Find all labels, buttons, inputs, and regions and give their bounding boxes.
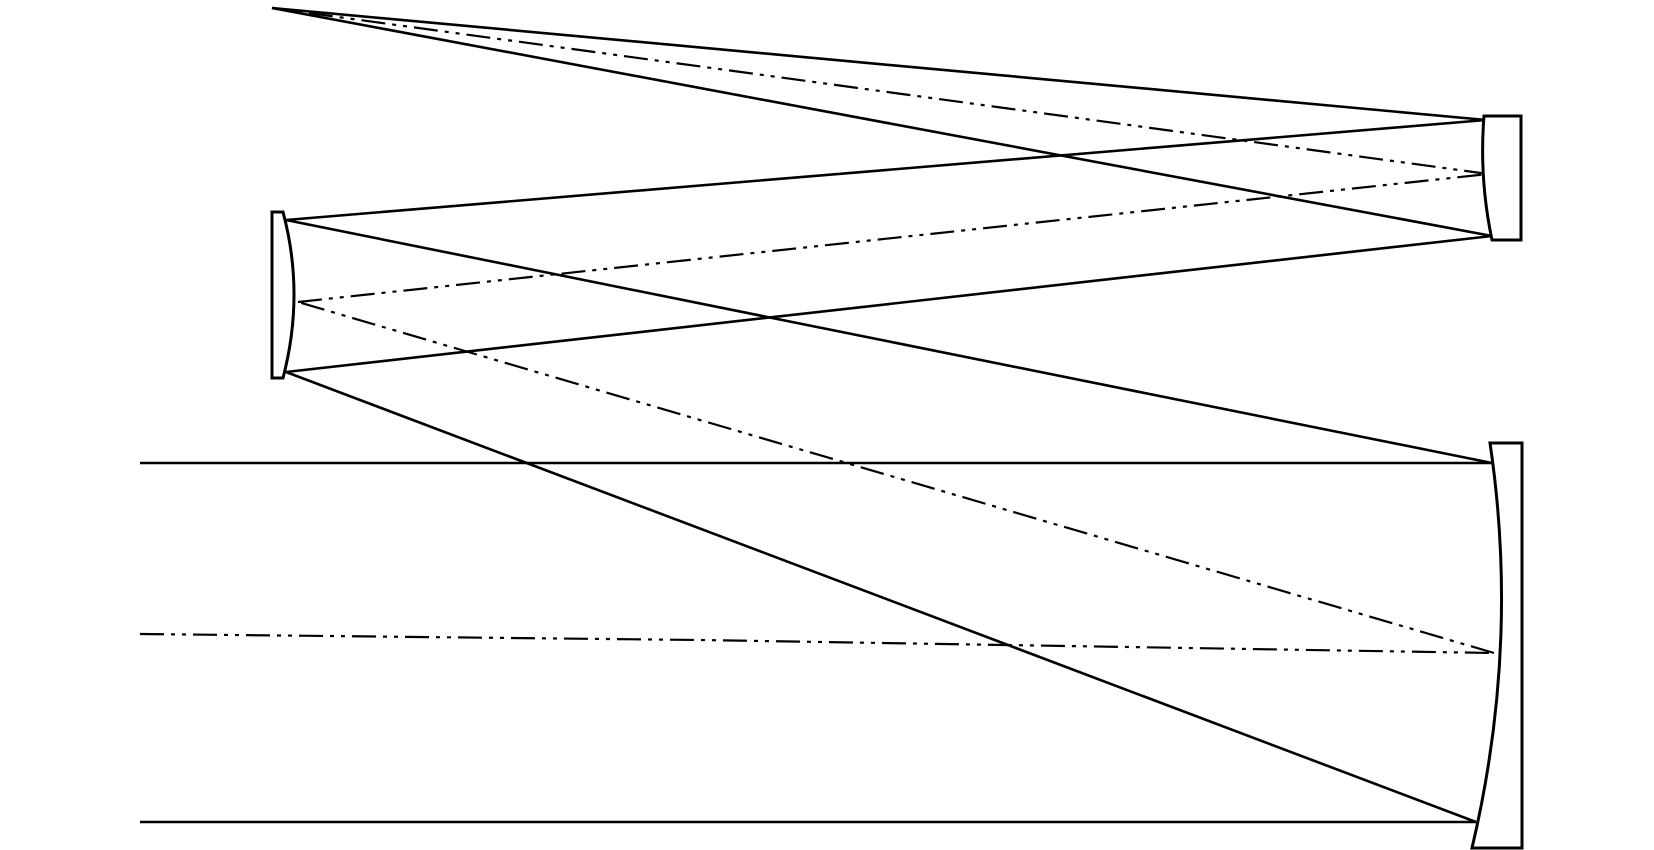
tertiary-mirror (1481, 114, 1523, 242)
tertiary-to-focus-ray-lower (271, 6, 1493, 238)
secondary-to-tertiary-ray-lower (285, 234, 1493, 374)
primary-to-secondary-chief-ray (297, 300, 1495, 655)
primary-to-secondary-ray-lower (285, 370, 1477, 824)
tertiary-to-focus-chief-ray (271, 6, 1489, 176)
secondary-to-tertiary-chief-ray (297, 172, 1489, 304)
primary-mirror (1470, 441, 1524, 850)
secondary-mirror (270, 210, 296, 380)
primary-to-secondary-ray-upper (285, 218, 1493, 465)
tertiary-to-focus-ray-upper (271, 6, 1487, 122)
incoming-chief-ray (139, 632, 1495, 655)
secondary-to-tertiary-ray-upper (285, 118, 1487, 222)
